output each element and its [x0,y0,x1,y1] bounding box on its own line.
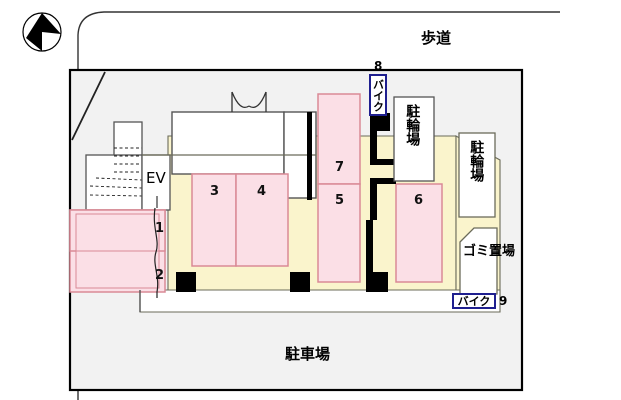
room-block-left [69,196,166,312]
bike-slot-9-label: バイク [457,295,491,308]
bicycle-parking-east-box [458,132,496,218]
room-block-6 [395,183,443,283]
bike-slot-8-label: バイク [371,78,385,112]
bike-slot-9-number: 9 [499,294,508,308]
bicycle-parking-north-box [393,96,435,182]
sidewalk-boundary-curve [77,11,560,400]
bike-slot-8-number: 8 [374,59,383,73]
stair-core [85,121,316,211]
structural-walls [176,112,398,292]
room-block-75 [317,93,361,283]
entrance-door-swing-icon [231,91,267,112]
bike-slot-8-box[interactable]: バイク [369,74,387,116]
room-block-34 [191,173,289,267]
bike-slot-9-box[interactable]: バイク [452,293,496,309]
garbage-area-box [459,227,498,295]
stair-treads [89,147,143,197]
lot-divider-wavy-line [153,207,159,298]
building-lower-void [139,289,501,313]
north-compass-icon [20,10,64,54]
